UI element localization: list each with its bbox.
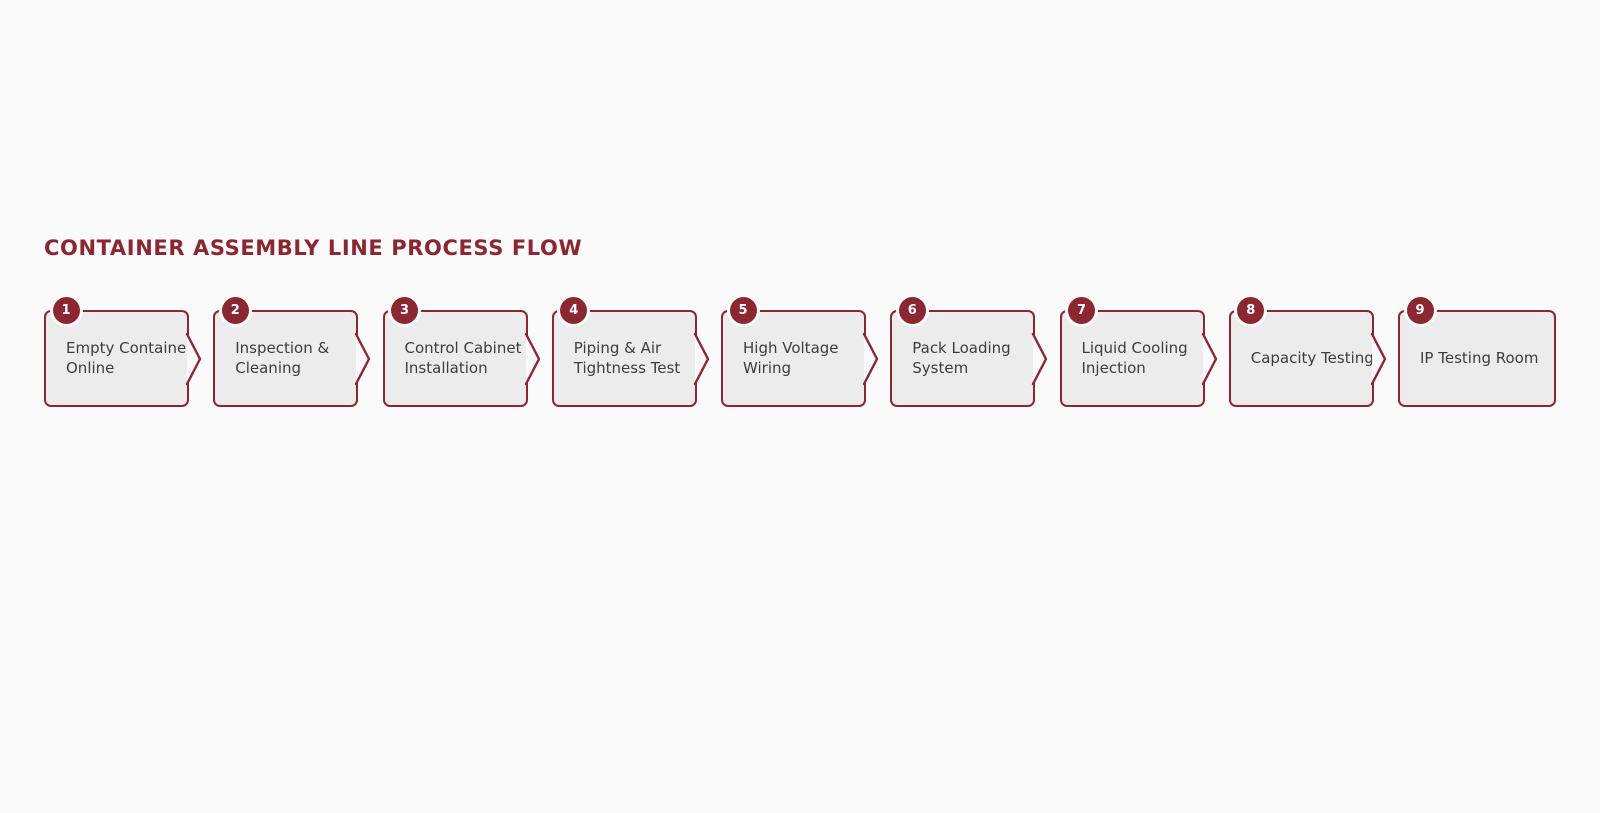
step-label-line: Online — [66, 358, 115, 377]
step-label-line: IP Testing Room — [1420, 348, 1539, 367]
step-number-badge: 6 — [898, 296, 926, 324]
step-label-line: Control Cabinet — [404, 339, 522, 357]
step-label-line: Installation — [404, 358, 488, 377]
step-label-line: Injection — [1081, 358, 1146, 377]
step-number-badge: 5 — [729, 296, 757, 324]
step-label-line: Inspection & — [235, 339, 330, 357]
step-number-badge: 7 — [1068, 296, 1095, 324]
arrow-chevron-icon — [355, 332, 371, 385]
step-number-badge: 2 — [221, 296, 249, 324]
step-number-badge: 9 — [1406, 296, 1434, 324]
step-label-line: Liquid Cooling — [1081, 339, 1188, 357]
step-label-line: Empty Container — [66, 339, 193, 357]
process-step: 2 Inspection &Cleaning — [213, 296, 371, 407]
page-title: CONTAINER ASSEMBLY LINE PROCESS FLOW — [44, 236, 583, 260]
step-label-line: Pack Loading — [912, 339, 1011, 357]
arrow-chevron-icon — [1370, 332, 1386, 385]
step-number-badge: 8 — [1237, 296, 1265, 324]
step-number-badge: 3 — [391, 296, 418, 324]
arrow-chevron-icon — [1201, 332, 1217, 385]
arrow-chevron-icon — [185, 332, 202, 385]
step-label: Capacity Testing — [1231, 312, 1374, 405]
step-number-badge: 4 — [560, 296, 588, 324]
step-label-line: Capacity Testing — [1250, 348, 1374, 367]
arrow-chevron-icon — [693, 332, 709, 385]
step-number-badge: 1 — [52, 296, 80, 324]
step-label: Inspection &Cleaning — [215, 312, 356, 405]
process-step: 8 Capacity Testing — [1228, 296, 1386, 407]
arrow-chevron-icon — [524, 332, 540, 385]
step-label-line: Wiring — [743, 358, 792, 377]
process-step: 9 IP Testing Room — [1398, 296, 1556, 407]
step-label-line: Piping & Air — [573, 339, 662, 357]
step-label-line: System — [912, 358, 969, 377]
step-label-line: Tightness Test — [573, 358, 681, 377]
step-label: IP Testing Room — [1400, 312, 1554, 405]
arrow-chevron-icon — [1032, 332, 1048, 385]
step-label-line: Cleaning — [235, 358, 302, 377]
step-label-line: High Voltage — [743, 339, 839, 357]
arrow-chevron-icon — [862, 332, 879, 385]
